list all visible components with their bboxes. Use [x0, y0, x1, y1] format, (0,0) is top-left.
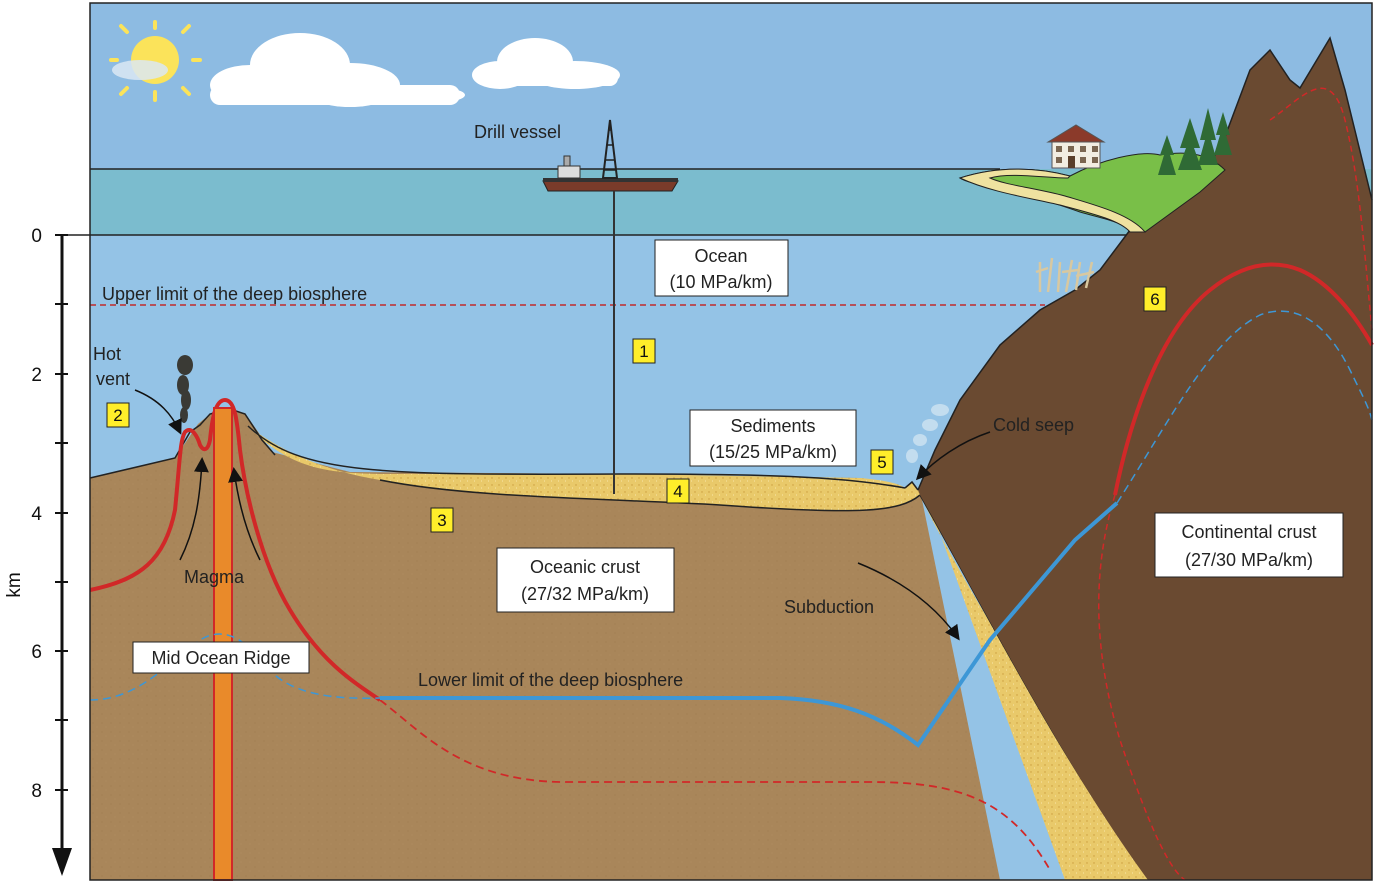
callout-3: 3 — [430, 507, 454, 533]
axis-tick-label: 6 — [31, 642, 42, 663]
continental-label: Continental crust — [1181, 522, 1316, 542]
depth-axis: 0 2 4 6 8 km — [4, 226, 72, 876]
cloud-icon — [210, 33, 465, 107]
continental-crust — [918, 38, 1372, 880]
oceanic-pressure-label: (27/32 MPa/km) — [521, 584, 649, 604]
axis-tick-label: 0 — [31, 226, 42, 247]
svg-text:5: 5 — [877, 453, 886, 472]
callout-1: 1 — [632, 338, 656, 364]
mid-ocean-ridge-box — [132, 641, 310, 674]
magma-label: Magma — [184, 567, 245, 587]
sediments-label-box — [689, 409, 857, 467]
magma-arrow-right — [228, 467, 261, 561]
callout-6: 6 — [1143, 286, 1167, 312]
axis-tick-label: 4 — [31, 504, 42, 525]
hot-vent-label: vent — [96, 369, 130, 389]
sun-icon — [109, 20, 202, 102]
svg-text:2: 2 — [113, 406, 122, 425]
callout-2: 2 — [106, 402, 130, 428]
diagram-frame — [89, 2, 1373, 881]
ocean-label-box — [654, 239, 789, 297]
subduction-arrow — [857, 562, 960, 641]
thermal-line-oceanic-deep — [379, 699, 1051, 871]
magma-arrow-left — [179, 457, 209, 561]
svg-text:1: 1 — [639, 342, 648, 361]
coral-icon — [1035, 257, 1095, 293]
sediments-label: Sediments — [730, 416, 815, 436]
oceanic-label: Oceanic crust — [530, 557, 640, 577]
svg-text:6: 6 — [1150, 290, 1159, 309]
axis-tick-label: 8 — [31, 781, 42, 802]
thermal-line-ridge-left — [89, 397, 382, 702]
drill-ship-icon — [542, 119, 679, 192]
axis-tick-label: 2 — [31, 365, 42, 386]
cold-seep-arrow — [915, 431, 991, 481]
drill-vessel-label: Drill vessel — [474, 122, 561, 142]
ocean-label: Ocean — [694, 246, 747, 266]
continental-pressure-label: (27/30 MPa/km) — [1185, 550, 1313, 570]
oceanic-label-box — [496, 547, 675, 613]
callout-4: 4 — [666, 478, 690, 504]
thermal-line-continental-deep — [1098, 494, 1186, 881]
house-icon — [1046, 124, 1106, 169]
smoke-plume-icon — [177, 355, 193, 423]
tree-icon — [1158, 108, 1232, 175]
hot-vent-arrow — [134, 389, 182, 435]
continental-label-box — [1154, 512, 1344, 578]
sediments-pressure-label: (15/25 MPa/km) — [709, 442, 837, 462]
cold-seep-label: Cold seep — [993, 415, 1074, 435]
hot-vent-label: Hot — [93, 344, 121, 364]
ocean-pressure-label: (10 MPa/km) — [669, 272, 772, 292]
cloud-icon — [472, 38, 620, 89]
subduction-label: Subduction — [784, 597, 874, 617]
svg-text:4: 4 — [673, 482, 682, 501]
seep-plume-icon — [906, 404, 949, 463]
upper-limit-label: Upper limit of the deep biosphere — [102, 284, 367, 304]
lower-limit-label: Lower limit of the deep biosphere — [418, 670, 683, 690]
mid-ocean-ridge-label: Mid Ocean Ridge — [151, 648, 290, 668]
thermal-line-continental — [1113, 262, 1374, 496]
axis-unit-label: km — [4, 572, 25, 597]
callout-5: 5 — [870, 449, 894, 475]
svg-text:3: 3 — [437, 511, 446, 530]
lower-limit-line — [380, 501, 1119, 748]
